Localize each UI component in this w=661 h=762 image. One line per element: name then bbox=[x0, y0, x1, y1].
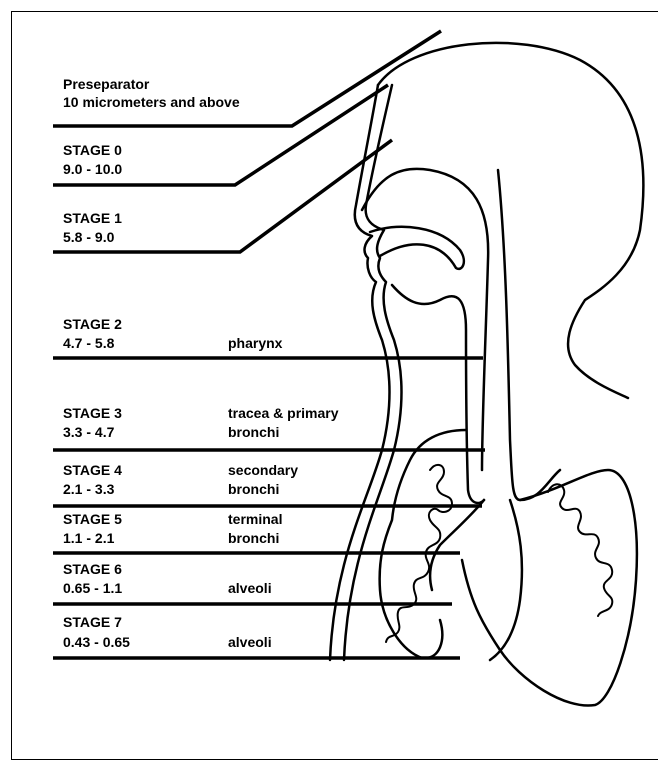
carina-right bbox=[490, 500, 522, 660]
stage-1-name: STAGE 1 bbox=[63, 210, 122, 227]
stage-3-name: STAGE 3 bbox=[63, 405, 122, 422]
stage-2-name: STAGE 2 bbox=[63, 316, 122, 333]
preseparator-range: 10 micrometers and above bbox=[63, 94, 240, 111]
stage-5-region-line1: terminal bbox=[228, 511, 282, 528]
right-alveoli bbox=[548, 484, 612, 616]
stage-4-range: 2.1 - 3.3 bbox=[63, 481, 114, 498]
pharynx-back-wall bbox=[498, 170, 560, 500]
stage-0-name: STAGE 0 bbox=[63, 142, 122, 159]
skull-outline bbox=[378, 43, 643, 398]
nasal-cavity bbox=[362, 169, 488, 470]
stage-4-region-line2: bronchi bbox=[228, 481, 279, 498]
stage-3-region-line2: bronchi bbox=[228, 424, 279, 441]
stage-4-name: STAGE 4 bbox=[63, 462, 122, 479]
stage-3-region-line1: tracea & primary bbox=[228, 405, 339, 422]
stage-6-name: STAGE 6 bbox=[63, 561, 122, 578]
preseparator-title: Preseparator bbox=[63, 76, 149, 93]
stage-6-range: 0.65 - 1.1 bbox=[63, 580, 122, 597]
stage-5-range: 1.1 - 2.1 bbox=[63, 530, 114, 547]
stage-3-range: 3.3 - 4.7 bbox=[63, 424, 114, 441]
stage-6-region: alveoli bbox=[228, 580, 272, 597]
right-bronchi-outline bbox=[462, 470, 637, 706]
stage-2-range: 4.7 - 5.8 bbox=[63, 335, 114, 352]
stage-0-range: 9.0 - 10.0 bbox=[63, 161, 122, 178]
stage-2-region: pharynx bbox=[228, 335, 282, 352]
palate bbox=[370, 227, 464, 269]
stage-7-range: 0.43 - 0.65 bbox=[63, 634, 130, 651]
stage-1-range: 5.8 - 9.0 bbox=[63, 229, 114, 246]
stage-4-region-line1: secondary bbox=[228, 462, 298, 479]
stage-7-region: alveoli bbox=[228, 634, 272, 651]
carina-left bbox=[430, 500, 484, 590]
stage-5-name: STAGE 5 bbox=[63, 511, 122, 528]
stage-5-region-line2: bronchi bbox=[228, 530, 279, 547]
left-bronchi-outline bbox=[380, 430, 466, 658]
stage-7-name: STAGE 7 bbox=[63, 614, 122, 631]
face-outline-inner bbox=[344, 85, 402, 660]
